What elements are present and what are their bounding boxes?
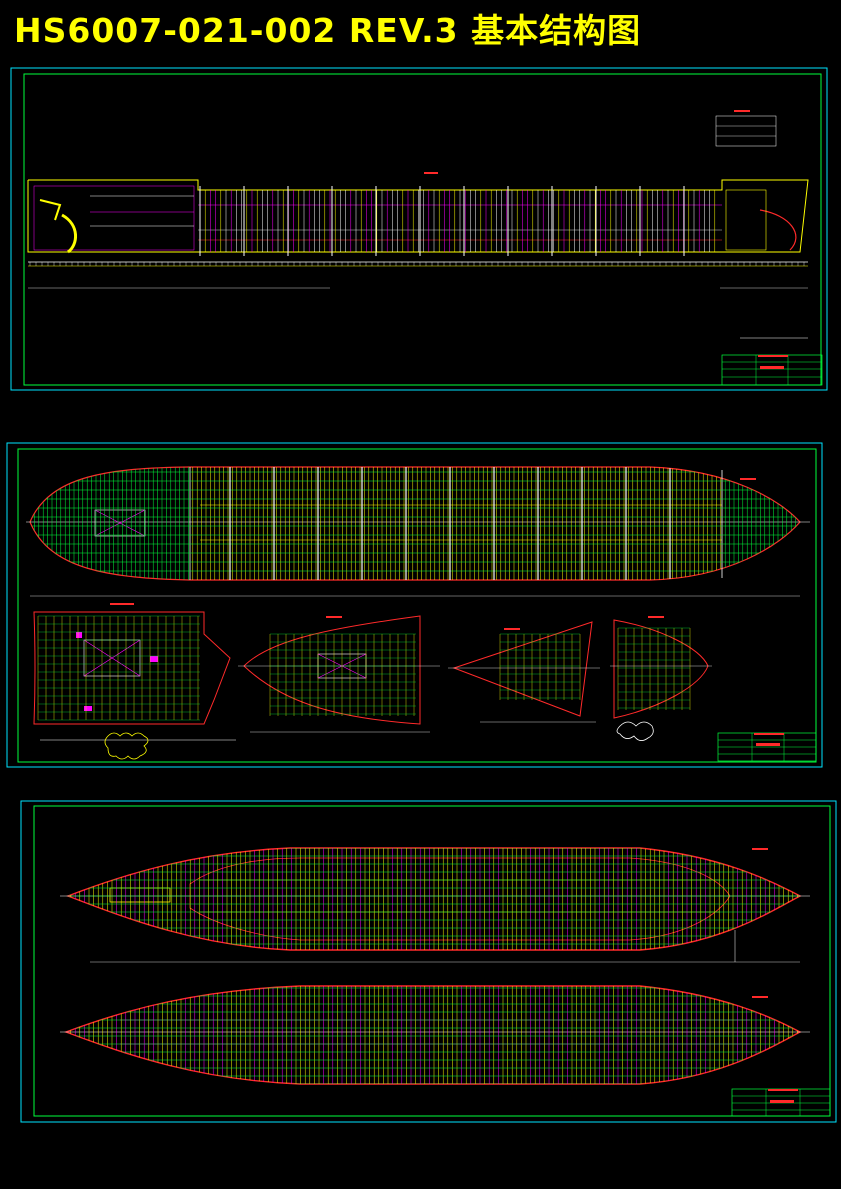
bottom-shell-plan [60,985,810,1085]
title-block [721,354,823,386]
sheet-bottom-plans [20,800,837,1123]
structural-members [29,186,805,1084]
deck-plan-hull [29,466,801,581]
drawing-title: HS6007-021-002 REV.3 基本结构图 [14,11,642,50]
title-block [717,732,817,762]
double-bottom-plan [60,847,810,963]
section-view-1 [33,603,236,760]
sheet-deck-plan [6,442,823,768]
title-block [731,1088,831,1117]
sheet-frame [20,800,837,1123]
sheet-border [33,805,831,1117]
profile-outline [27,179,809,253]
sheet-border [17,448,817,763]
bottom-shell-hull [64,985,802,1085]
sheet-frame [10,67,828,391]
main-deck-plan [26,466,810,597]
profile-view [27,110,809,339]
sheet-border [23,73,822,386]
sheet-frame [6,442,823,768]
section-view-4 [610,616,712,741]
